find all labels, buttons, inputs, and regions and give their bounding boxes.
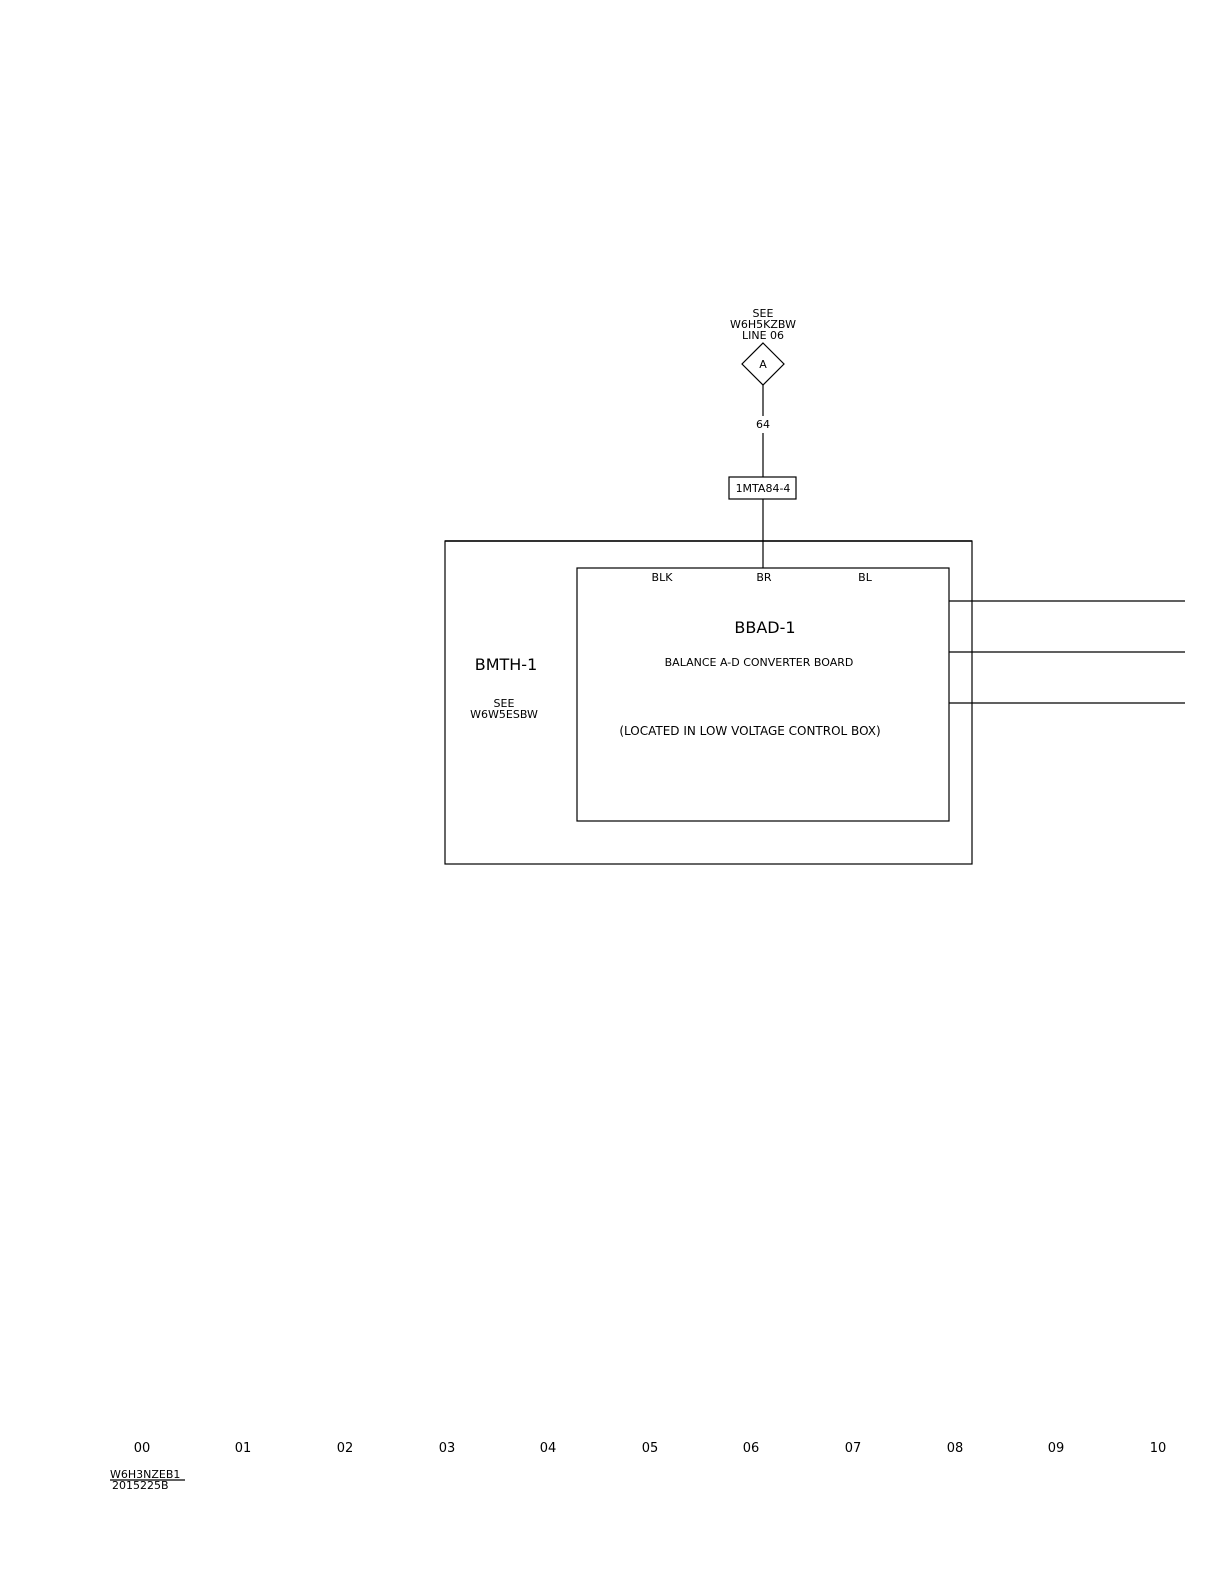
pin-label-bl: BL: [858, 571, 873, 584]
ruler-tick: 09: [1048, 1441, 1065, 1456]
footer: W6H3NZEB1 2015225B: [110, 1468, 185, 1492]
outer-enclosure: BMTH-1 SEE W6W5ESBW: [445, 541, 972, 864]
outer-enclosure-box: [445, 541, 972, 864]
converter-board-description: BALANCE A-D CONVERTER BOARD: [665, 656, 854, 669]
converter-board-location-note: (LOCATED IN LOW VOLTAGE CONTROL BOX): [619, 724, 880, 738]
ruler-tick: 00: [134, 1441, 151, 1456]
outer-enclosure-see-drawing: W6W5ESBW: [470, 708, 538, 721]
terminal-block: 1MTA84-4: [729, 477, 796, 499]
ruler-tick: 05: [642, 1441, 659, 1456]
converter-board-box: [577, 568, 949, 821]
offpage-reference: SEE W6H5KZBW LINE 06 A: [730, 307, 796, 385]
ruler-tick: 08: [947, 1441, 964, 1456]
ruler-tick: 01: [235, 1441, 252, 1456]
terminal-label: 1MTA84-4: [736, 482, 791, 495]
ruler-tick: 06: [743, 1441, 760, 1456]
offpage-connector-letter: A: [759, 358, 767, 371]
ruler-tick: 02: [337, 1441, 354, 1456]
ruler-tick: 04: [540, 1441, 557, 1456]
wire-number-label: 64: [756, 418, 770, 431]
line-ruler: 00 01 02 03 04 05 06 07 08 09 10: [134, 1441, 1167, 1456]
footer-code: 2015225B: [112, 1479, 169, 1492]
converter-board: BLK BR BL BBAD-1 BALANCE A-D CONVERTER B…: [577, 568, 949, 821]
ruler-tick: 03: [439, 1441, 456, 1456]
offpage-line-label: LINE 06: [742, 329, 784, 342]
pin-label-blk: BLK: [652, 571, 674, 584]
pin-label-br: BR: [756, 571, 772, 584]
outer-enclosure-title: BMTH-1: [475, 655, 538, 674]
converter-board-title: BBAD-1: [734, 618, 795, 637]
ruler-tick: 10: [1150, 1441, 1167, 1456]
ruler-tick: 07: [845, 1441, 862, 1456]
